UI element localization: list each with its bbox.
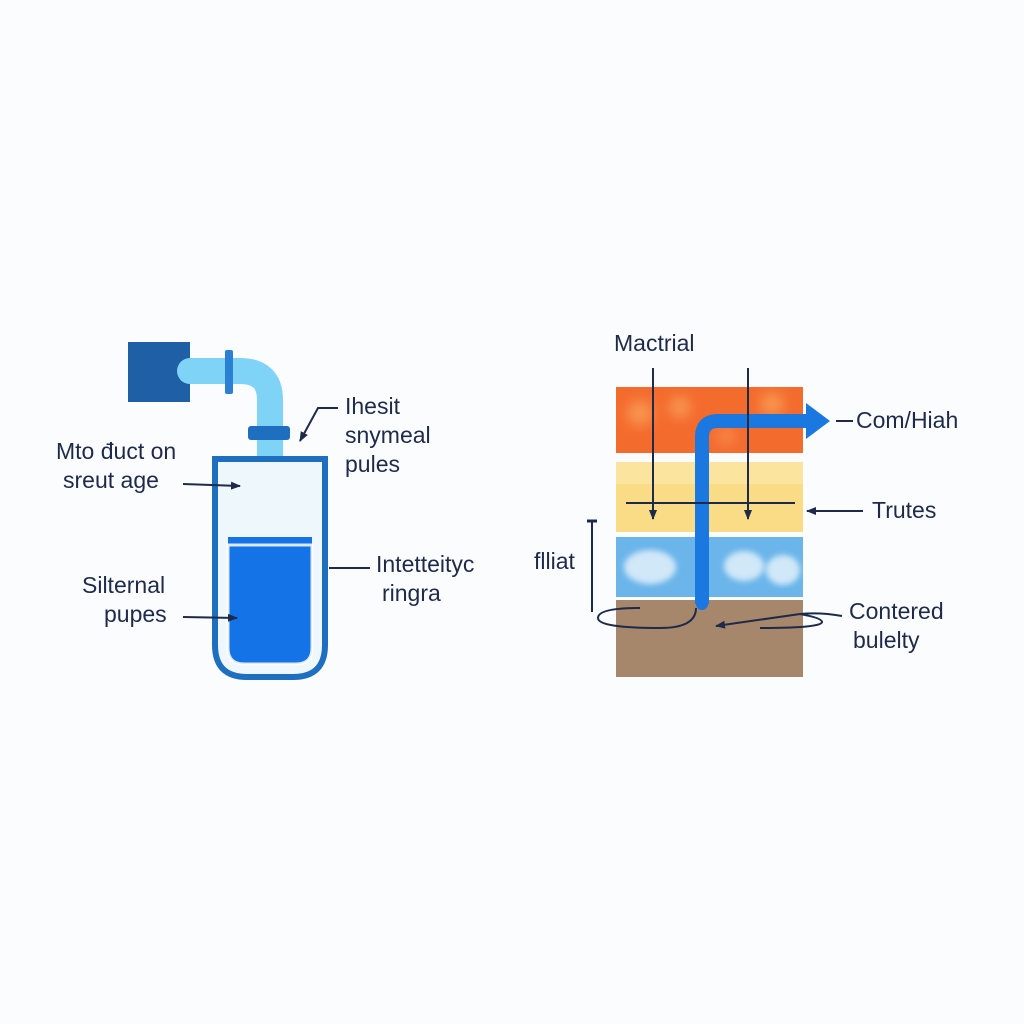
label-storage-line1: Mto đuct on (56, 438, 177, 464)
loop-left (596, 607, 697, 630)
flow-arrow (695, 403, 830, 610)
layer-soil-brown (616, 600, 803, 677)
label-pules-line3: pules (345, 451, 400, 477)
label-pules-line1: Ihesit (345, 393, 400, 419)
left-callout-lines (182, 407, 370, 622)
arrow-pupes (182, 613, 238, 622)
label-intetteityc-line1: Intetteityc (376, 551, 475, 577)
loop-right (759, 613, 824, 629)
label-contered: Contered bulelty (849, 597, 944, 655)
label-contered-line2: bulelty (853, 627, 920, 653)
label-contered-line1: Contered (849, 598, 944, 624)
layer-water-blue (616, 537, 803, 597)
test-tube (212, 456, 328, 680)
label-comhiah: Com/Hiah (856, 407, 959, 433)
arrow-storage (182, 481, 241, 490)
label-storage: Mto đuct on sreut age (56, 437, 176, 495)
arrow-pules (299, 407, 338, 442)
label-intetteityc: Intetteityc ringra (376, 550, 474, 608)
layer-mid-yellow (616, 462, 803, 532)
label-pupes-line1: Silternal (82, 572, 166, 598)
label-flliat: flliat (534, 548, 575, 574)
right-callout-lines (587, 368, 863, 630)
label-mactrial: Mactrial (614, 330, 695, 356)
label-pules: Ihesit snymeal pules (345, 392, 431, 479)
label-intetteityc-line2: ringra (382, 580, 441, 606)
label-trutes: Trutes (872, 497, 937, 523)
inlet-pipe (177, 350, 290, 518)
label-pupes: Silternal pupes (82, 571, 167, 629)
label-storage-line2: sreut age (63, 467, 159, 493)
label-pules-line2: snymeal (345, 422, 431, 448)
label-pupes-line2: pupes (104, 601, 167, 627)
